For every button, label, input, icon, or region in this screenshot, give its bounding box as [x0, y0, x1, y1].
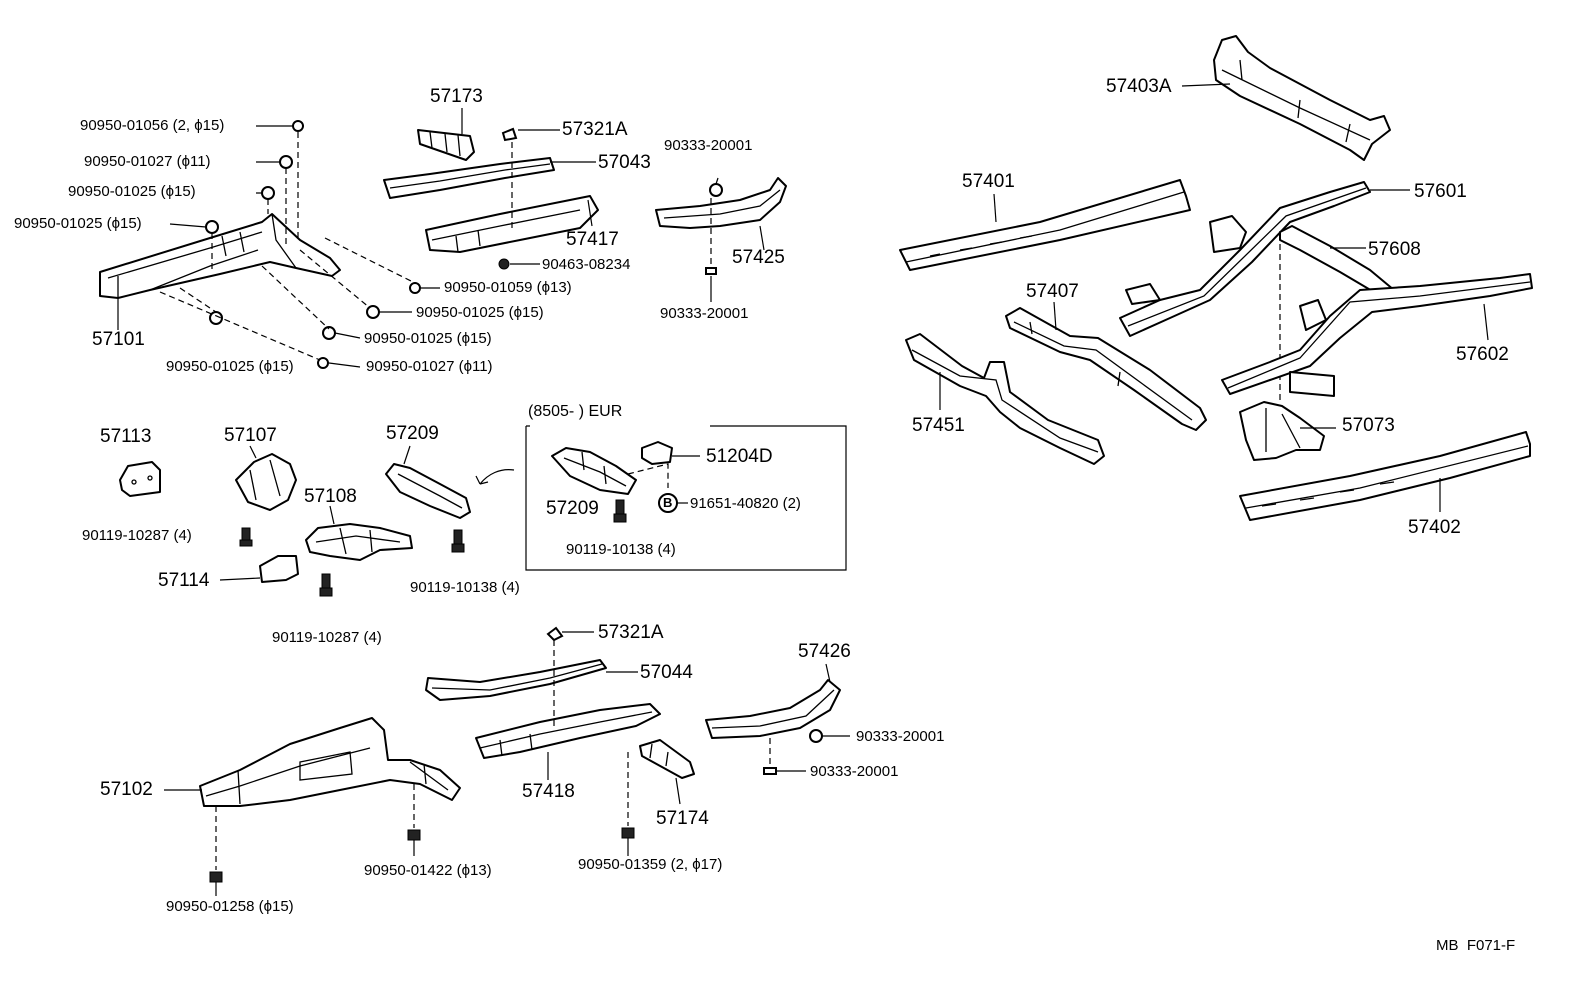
eur-box-drawing [551, 441, 700, 523]
label-57044: 57044 [640, 662, 693, 683]
label-57209: 57209 [386, 423, 439, 444]
label-90333-20001-d: 90333-20001 [810, 763, 899, 780]
part-57602-drawing [1221, 273, 1533, 397]
part-57426-drawing [705, 663, 850, 775]
label-57401: 57401 [962, 171, 1015, 192]
part-57403A-drawing [1181, 35, 1391, 161]
label-57602: 57602 [1456, 344, 1509, 365]
part-57418-drawing [475, 640, 661, 780]
part-57601-drawing [1119, 181, 1410, 337]
label-90950-01258: 90950-01258 (ϕ15) [166, 898, 294, 915]
part-57209-drawing [385, 445, 515, 553]
label-90950-01422: 90950-01422 (ϕ13) [364, 862, 492, 879]
eur-label-51204D: 51204D [706, 446, 773, 467]
label-57418: 57418 [522, 781, 575, 802]
part-57401-drawing [899, 179, 1191, 271]
label-57451: 57451 [912, 415, 965, 436]
label-57426: 57426 [798, 641, 851, 662]
label-90950-01056: 90950-01056 (2, ϕ15) [80, 117, 225, 134]
diagram-code: MB F071-F [1436, 937, 1516, 954]
part-57173-drawing [417, 108, 475, 161]
label-57321A-top: 57321A [562, 119, 628, 140]
part-57073-drawing [1239, 401, 1336, 461]
label-57107: 57107 [224, 425, 277, 446]
label-90119-10138: 90119-10138 (4) [410, 579, 520, 596]
label-57403A: 57403A [1106, 76, 1172, 97]
eur-callout-b: B [663, 495, 673, 510]
part-57102-drawing [164, 717, 461, 896]
label-90950-01027-a: 90950-01027 (ϕ11) [84, 153, 211, 170]
eur-box-frame [525, 425, 847, 571]
label-57102: 57102 [100, 779, 153, 800]
part-57108-drawing [305, 505, 413, 597]
label-90333-20001-b: 90333-20001 [660, 305, 749, 322]
part-57101-drawing [99, 213, 341, 299]
label-90950-01025-e: 90950-01025 (ϕ15) [166, 358, 294, 375]
eur-label-57209: 57209 [546, 498, 599, 519]
label-90119-10287-a: 90119-10287 (4) [82, 527, 192, 544]
label-90950-01025-c: 90950-01025 (ϕ15) [416, 304, 544, 321]
part-57174-drawing [621, 739, 695, 856]
label-57113: 57113 [100, 426, 152, 447]
label-57608: 57608 [1368, 239, 1421, 260]
label-90950-01025-b: 90950-01025 (ϕ15) [14, 215, 142, 232]
label-90950-01025-d: 90950-01025 (ϕ15) [364, 330, 492, 347]
label-57101: 57101 [92, 329, 145, 350]
label-57407: 57407 [1026, 281, 1079, 302]
label-57417: 57417 [566, 229, 619, 250]
part-57451-drawing [905, 333, 1105, 465]
label-57073: 57073 [1342, 415, 1395, 436]
part-57101-leaders [117, 125, 440, 368]
label-57114: 57114 [158, 570, 210, 591]
part-57402-drawing [1239, 431, 1531, 521]
eur-label-90119-10138: 90119-10138 (4) [566, 541, 676, 558]
label-90463-08234: 90463-08234 [542, 256, 631, 273]
label-57043: 57043 [598, 152, 651, 173]
part-57044-drawing [425, 626, 638, 701]
part-57107-drawing [235, 445, 297, 547]
label-90333-20001-c: 90333-20001 [856, 728, 945, 745]
label-90950-01059: 90950-01059 (ϕ13) [444, 279, 572, 296]
label-57108: 57108 [304, 486, 357, 507]
part-57113-drawing [119, 461, 161, 497]
part-57417-drawing [425, 142, 599, 270]
label-90950-01025-a: 90950-01025 (ϕ15) [68, 183, 196, 200]
label-57321A-bottom: 57321A [598, 622, 664, 643]
part-57425-drawing [655, 177, 787, 302]
label-57174: 57174 [656, 808, 709, 829]
part-57114-drawing [219, 555, 299, 583]
label-57402: 57402 [1408, 517, 1461, 538]
eur-box-heading: (8505- ) EUR [528, 403, 623, 420]
label-90950-01359: 90950-01359 (2, ϕ17) [578, 856, 723, 873]
label-57601: 57601 [1414, 181, 1467, 202]
label-90119-10287-b: 90119-10287 (4) [272, 629, 382, 646]
label-90950-01027-b: 90950-01027 (ϕ11) [366, 358, 493, 375]
label-90333-20001-a: 90333-20001 [664, 137, 753, 154]
eur-label-91651-40820: 91651-40820 (2) [690, 495, 801, 512]
label-57425: 57425 [732, 247, 785, 268]
part-57407-drawing [1005, 301, 1207, 431]
label-57173: 57173 [430, 86, 483, 107]
